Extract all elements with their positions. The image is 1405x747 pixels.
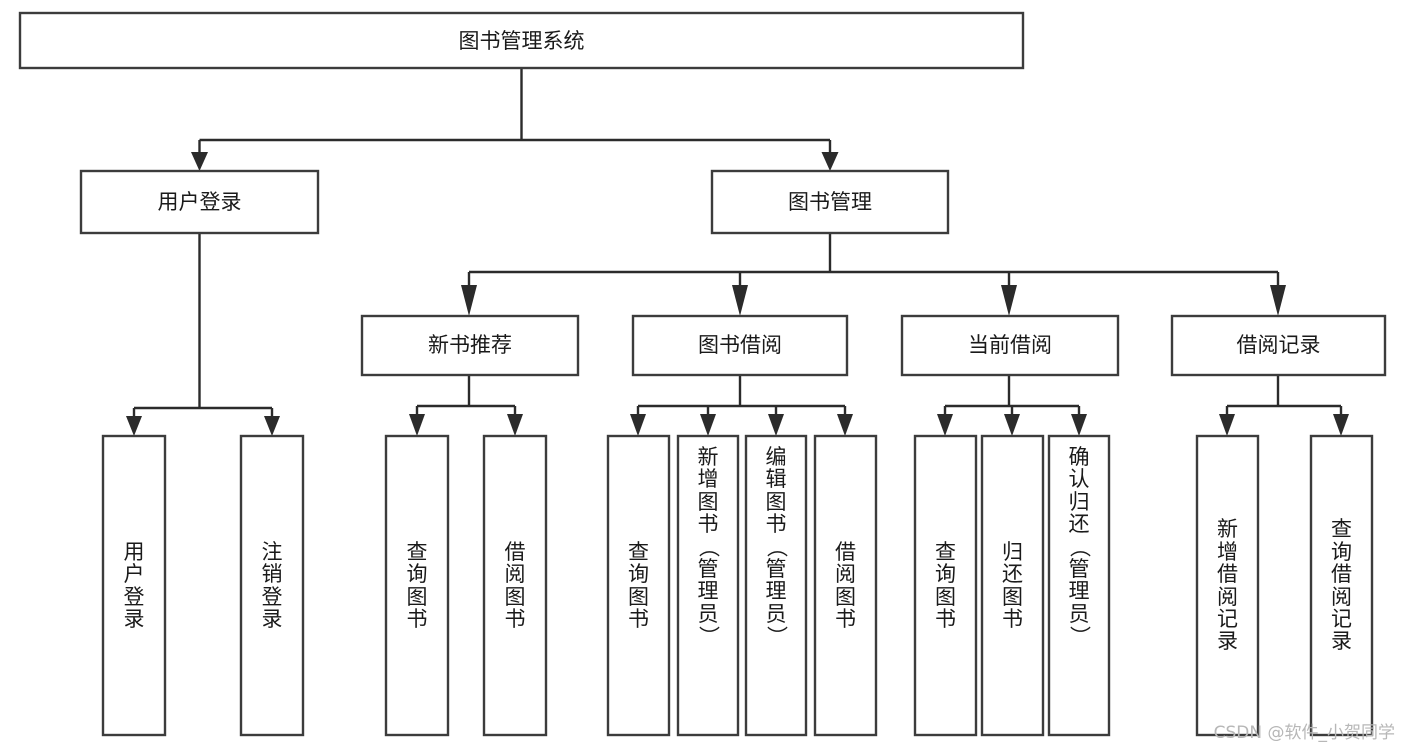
csdn-watermark: CSDN @软件_小贺同学 (1213, 723, 1395, 743)
arrow-head-leaf-logout (264, 416, 280, 436)
arrow-head-leaf-user-login (126, 416, 142, 436)
node-current-borrow-box[interactable] (900, 314, 1120, 377)
node-book-management-box[interactable] (710, 169, 950, 235)
arrow-head-book-management (821, 152, 839, 171)
node-leaf-query-borrow-record-box[interactable] (1309, 434, 1374, 737)
node-book-management-label: 图书管理 (788, 190, 872, 214)
node-user-login-label: 用户登录 (158, 190, 242, 214)
arrow-head-leaf-add-borrow-record (1219, 414, 1235, 436)
arrow-head-new-book-recommend (461, 285, 477, 316)
arrow-head-leaf-query-book-borrow (630, 414, 646, 436)
node-leaf-borrow-book-box[interactable] (813, 434, 878, 737)
node-current-borrow-label: 当前借阅 (968, 333, 1052, 357)
arrow-head-book-borrow (732, 285, 748, 316)
node-leaf-add-book-box[interactable] (676, 434, 740, 737)
node-leaf-confirm-return-box[interactable] (1047, 434, 1111, 737)
node-leaf-add-borrow-record-box[interactable] (1195, 434, 1260, 737)
node-new-book-recommend-box[interactable] (360, 314, 580, 377)
arrow-head-leaf-return-book (1004, 414, 1020, 436)
node-root-label: 图书管理系统 (459, 29, 585, 53)
arrow-head-current-borrow (1001, 285, 1017, 316)
arrow-head-user-login (191, 152, 208, 171)
arrow-head-borrow-record (1270, 285, 1286, 316)
arrow-head-leaf-borrow-book-recommend (507, 414, 523, 436)
node-leaf-borrow-book-recommend-box[interactable] (482, 434, 548, 737)
arrow-head-leaf-edit-book (768, 414, 784, 436)
node-root-box[interactable] (18, 11, 1025, 70)
node-borrow-record-box[interactable] (1170, 314, 1387, 377)
node-new-book-recommend-label: 新书推荐 (428, 333, 512, 357)
arrow-head-leaf-query-book-recommend (409, 414, 425, 436)
node-leaf-query-book-current-box[interactable] (913, 434, 978, 737)
connector-layer (126, 68, 1349, 436)
node-leaf-query-book-recommend-box[interactable] (384, 434, 450, 737)
arrow-head-leaf-confirm-return (1071, 414, 1087, 436)
node-user-login-box[interactable] (79, 169, 320, 235)
node-book-borrow-label: 图书借阅 (698, 333, 782, 357)
arrow-head-leaf-borrow-book (837, 414, 853, 436)
node-leaf-query-book-borrow-box[interactable] (606, 434, 671, 737)
arrow-head-leaf-query-borrow-record (1333, 414, 1349, 436)
node-leaf-user-login-box[interactable] (101, 434, 167, 737)
node-leaf-logout-box[interactable] (239, 434, 305, 737)
node-leaf-edit-book-box[interactable] (744, 434, 808, 737)
arrow-head-leaf-query-book-current (937, 414, 953, 436)
arrow-head-leaf-add-book (700, 414, 716, 436)
node-leaf-return-book-box[interactable] (980, 434, 1045, 737)
node-book-borrow-box[interactable] (631, 314, 849, 377)
node-layer: 图书管理系统 用户登录 图书管理 新书推荐 图书借阅 当前借阅 借阅记录 (18, 11, 1387, 737)
node-borrow-record-label: 借阅记录 (1237, 333, 1321, 357)
